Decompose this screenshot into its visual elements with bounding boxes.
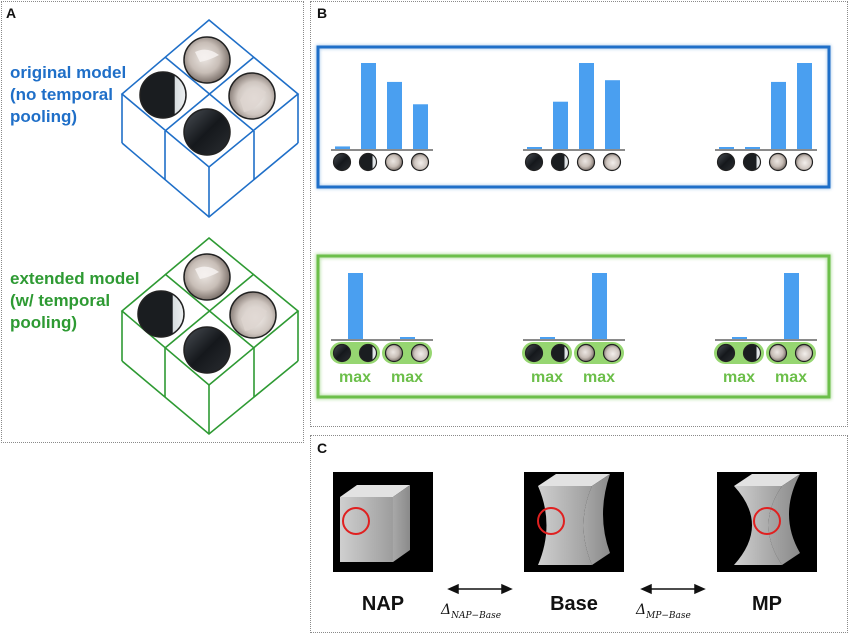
original-bar — [579, 63, 594, 149]
patch-thumbnail — [576, 152, 596, 172]
mp-base-arrow — [640, 583, 706, 595]
patch-thumbnail — [524, 343, 544, 363]
mp-label: MP — [752, 593, 782, 615]
delta-mp-base: ΔMP−Base — [636, 602, 691, 621]
patch-thumbnail — [332, 343, 352, 363]
patch-thumbnail — [358, 343, 378, 363]
original-bar — [361, 63, 376, 149]
original-bar — [745, 147, 760, 149]
max-pool-label: max — [391, 369, 423, 386]
extended-bar — [592, 273, 607, 339]
extended-bar-group-1: max max — [330, 273, 433, 386]
extended-bar — [784, 273, 799, 339]
original-bar — [335, 146, 350, 149]
base-label: Base — [550, 593, 598, 615]
patch-thumbnail — [602, 343, 622, 363]
patch-thumbnail — [716, 343, 736, 363]
original-bar-group-1 — [331, 63, 433, 172]
patch-thumbnail — [576, 343, 596, 363]
mp-shape-image — [717, 472, 817, 572]
base-highlight-circle — [537, 507, 565, 535]
original-bar-group-3 — [715, 63, 817, 172]
patch-thumbnail — [550, 152, 570, 172]
max-pool-label: max — [775, 369, 807, 386]
patch-thumbnail — [768, 343, 788, 363]
extended-bar-group-2: max max — [522, 273, 625, 386]
nap-shape-image — [333, 472, 433, 572]
max-pool-label: max — [339, 369, 371, 386]
patch-thumbnail — [768, 152, 788, 172]
patch-thumbnail — [410, 343, 430, 363]
patch-thumbnail — [794, 152, 814, 172]
panel-c: C — [310, 435, 848, 633]
original-model-frame — [316, 45, 831, 189]
patch-thumbnail — [716, 152, 736, 172]
original-bar — [527, 147, 542, 149]
nap-base-arrow — [447, 583, 513, 595]
original-model-patches — [139, 36, 276, 156]
extended-model-patches — [137, 253, 277, 374]
patch-thumbnail — [602, 152, 622, 172]
original-model-label: original model (no temporal pooling) — [10, 63, 127, 126]
original-bar — [605, 80, 620, 149]
original-model-box — [120, 18, 300, 219]
nap-highlight-circle — [342, 507, 370, 535]
extended-bar — [348, 273, 363, 339]
extended-model-box — [120, 236, 300, 436]
extended-bar-group-3: max max — [714, 273, 817, 386]
extended-bar — [540, 337, 555, 339]
original-bar — [797, 63, 812, 149]
original-bar — [413, 104, 428, 149]
nap-label: NAP — [361, 593, 405, 615]
patch-thumbnail — [550, 343, 570, 363]
patch-thumbnail — [384, 343, 404, 363]
panel-b-label: B — [317, 5, 328, 21]
patch-thumbnail — [410, 152, 430, 172]
patch-thumbnail — [524, 152, 544, 172]
panel-b: B — [310, 1, 848, 427]
original-bar — [719, 147, 734, 149]
original-bar — [387, 81, 402, 149]
extended-model-label: extended model (w/ temporal pooling) — [10, 269, 140, 332]
base-shape-image — [524, 472, 624, 572]
patch-thumbnail — [742, 343, 762, 363]
delta-nap-base: ΔNAP−Base — [441, 602, 502, 621]
max-pool-label: max — [723, 369, 755, 386]
extended-bar — [400, 337, 415, 339]
patch-thumbnail — [358, 152, 378, 172]
panel-a-label: A — [6, 5, 17, 21]
patch-thumbnail — [384, 152, 404, 172]
panel-a: A — [1, 1, 304, 443]
patch-thumbnail — [332, 152, 352, 172]
patch-thumbnail — [794, 343, 814, 363]
patch-thumbnail — [742, 152, 762, 172]
original-bar-group-2 — [523, 63, 625, 172]
max-pool-label: max — [531, 369, 563, 386]
extended-model-frame — [316, 254, 831, 399]
extended-bar — [732, 337, 747, 339]
original-bar — [553, 101, 568, 149]
max-pool-label: max — [583, 369, 615, 386]
original-bar — [771, 81, 786, 149]
panel-c-label: C — [317, 440, 328, 456]
mp-highlight-circle — [753, 507, 781, 535]
